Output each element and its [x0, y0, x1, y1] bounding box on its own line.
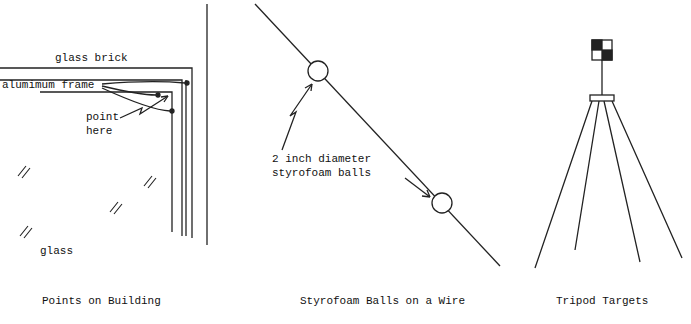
tripod-mast	[601, 60, 602, 95]
styrofoam-ball	[432, 193, 452, 213]
arrow-head	[422, 190, 430, 197]
tripod-leg	[535, 101, 682, 268]
tripod-head	[590, 95, 614, 101]
target-board	[602, 50, 612, 60]
leader-line	[102, 82, 185, 84]
caption: Styrofoam Balls on a Wire	[300, 294, 500, 308]
caption: Points on Building	[42, 294, 202, 308]
part-label: 2 inch diameter styrofoam balls	[272, 152, 380, 180]
styrofoam-ball	[308, 61, 328, 81]
point-dot	[156, 93, 160, 97]
caption: Tripod Targets	[556, 294, 676, 308]
point-dot	[185, 81, 189, 85]
target-board	[592, 40, 612, 60]
material-label: glass	[40, 244, 100, 258]
leader-line	[120, 96, 168, 118]
note-label: point here	[86, 110, 126, 138]
arrow-head	[305, 84, 312, 91]
wall-line	[206, 4, 207, 245]
arrow-head	[161, 96, 168, 102]
frame-line	[0, 80, 182, 236]
part-label: alumimum frame	[2, 78, 112, 92]
wire	[255, 4, 500, 266]
leader-line	[405, 178, 430, 197]
material-label: glass brick	[55, 51, 165, 65]
frame-line	[185, 80, 186, 236]
glass-marks	[18, 166, 156, 238]
leader-line	[102, 88, 170, 111]
target-board	[592, 40, 602, 50]
leader-line	[282, 84, 312, 150]
frame-line	[0, 68, 192, 238]
leader-line	[102, 86, 156, 95]
point-dot	[170, 109, 174, 113]
frame-line	[40, 92, 172, 232]
